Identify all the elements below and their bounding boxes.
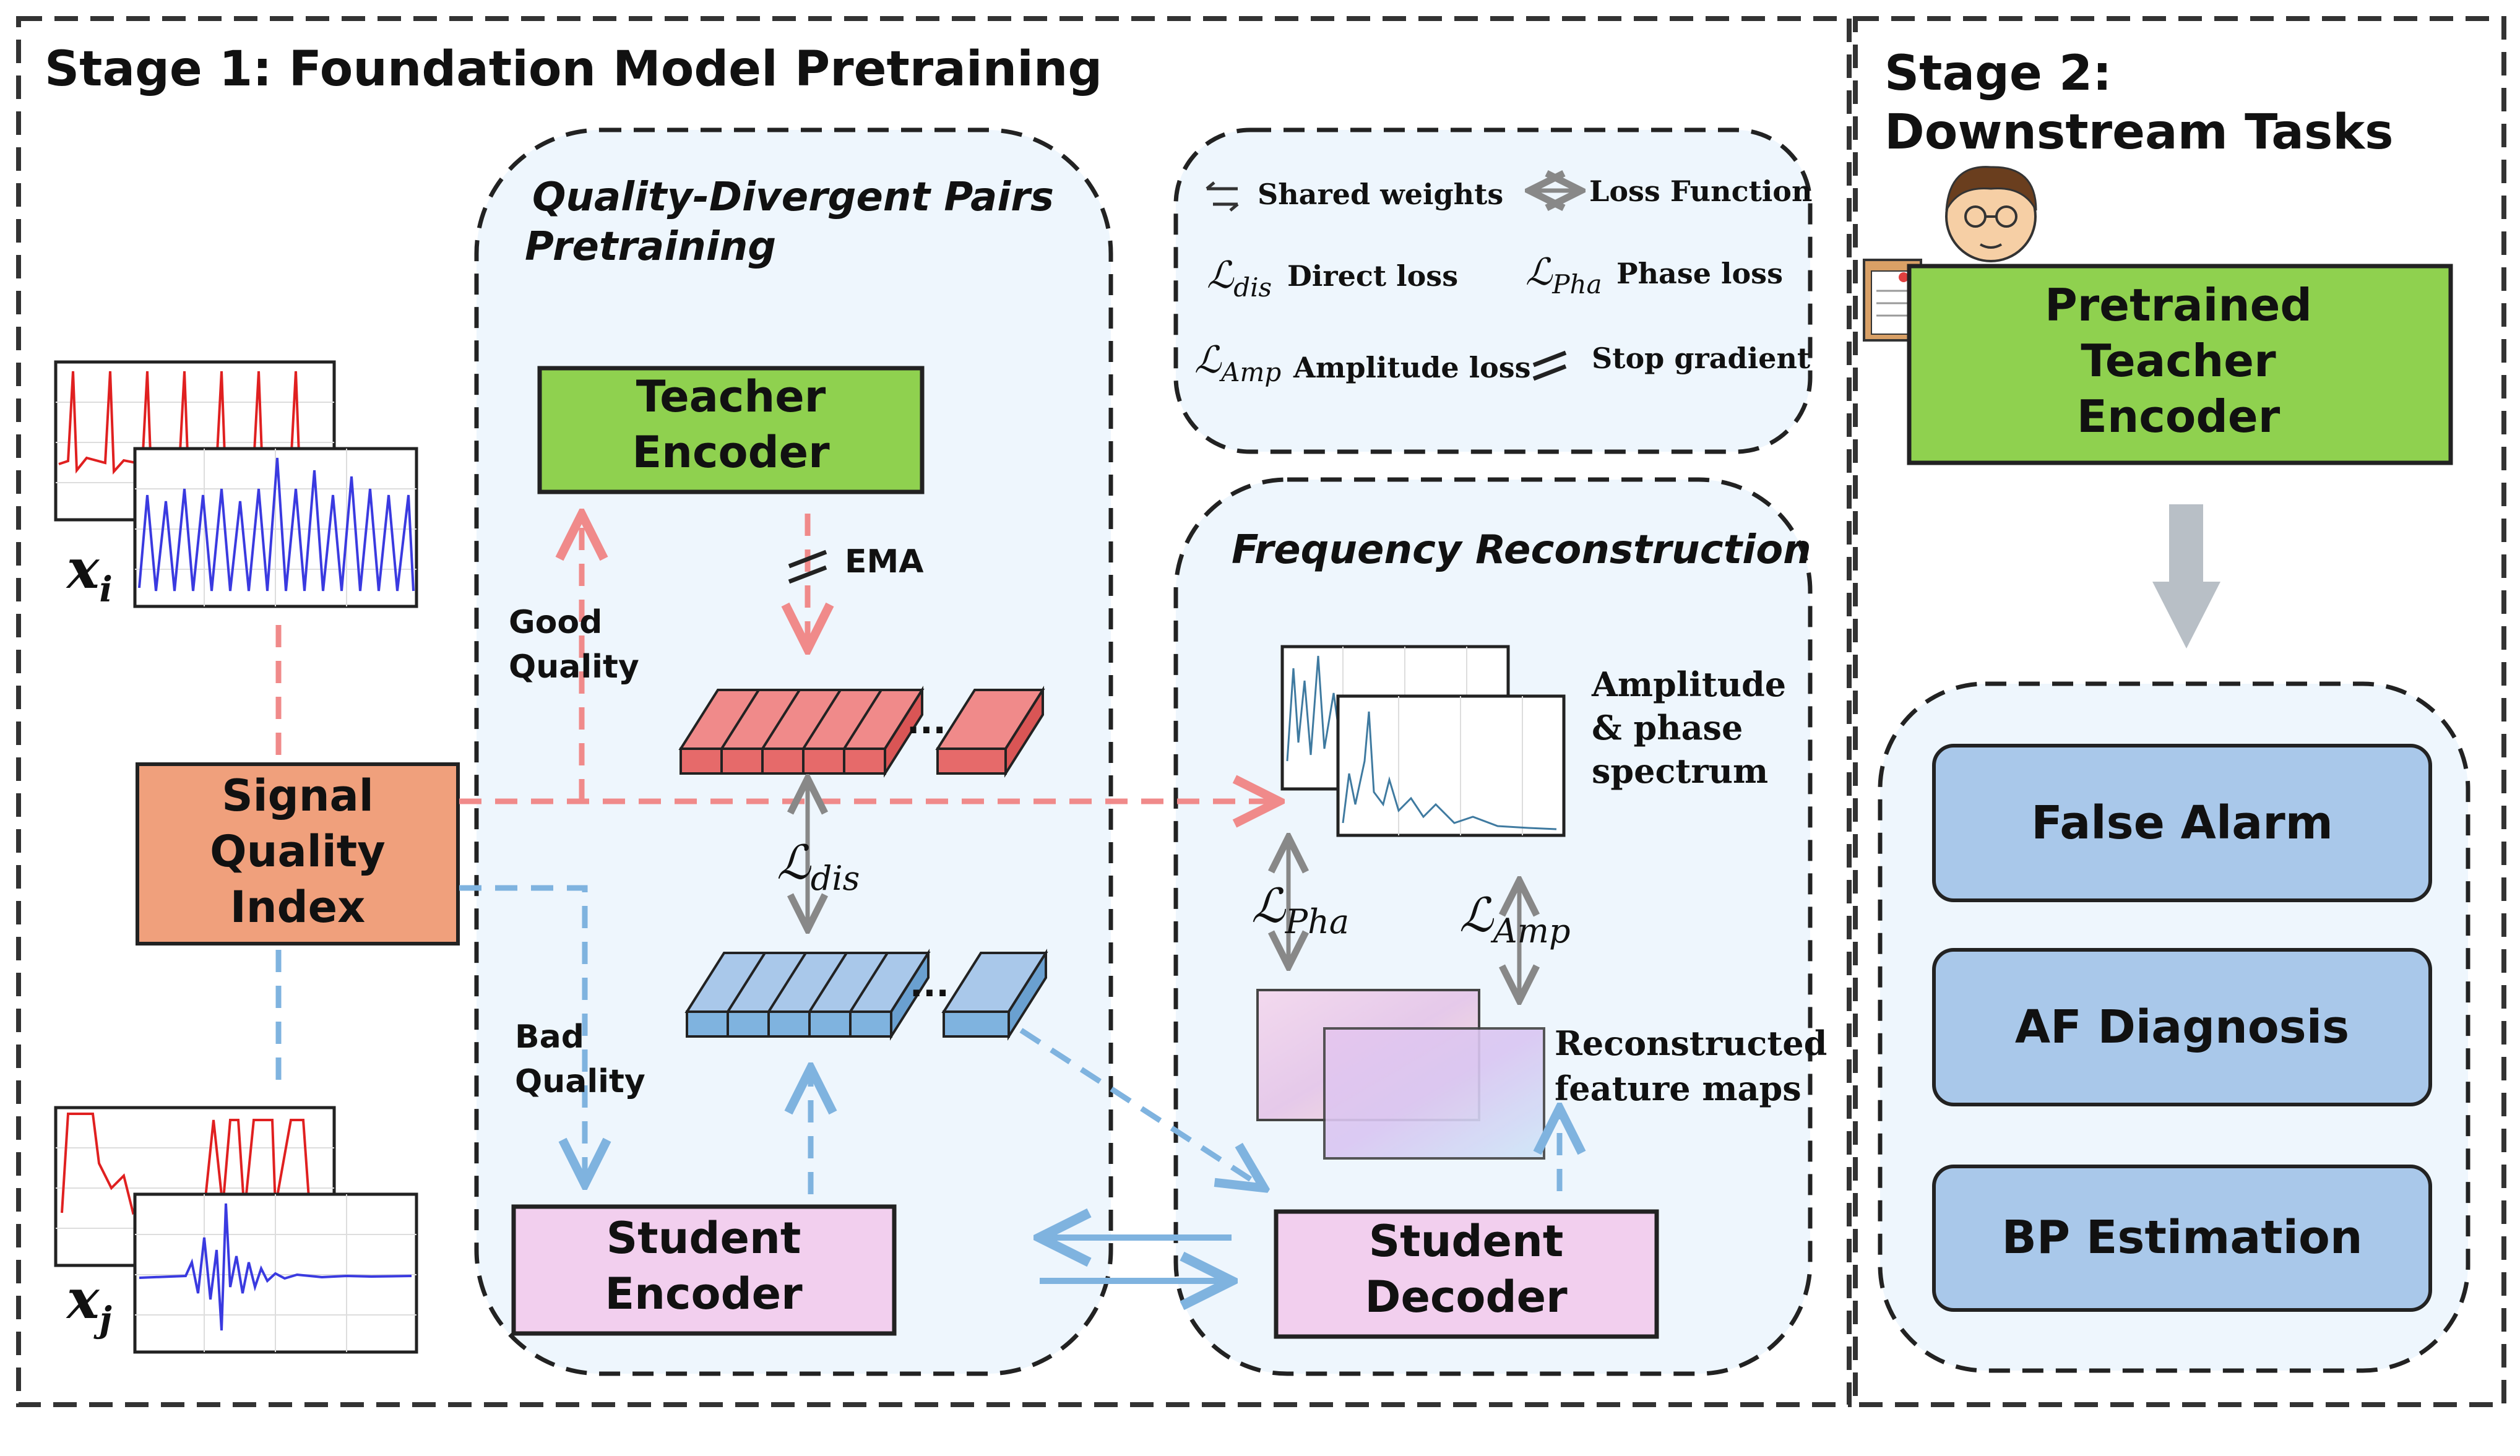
svg-text:Decoder: Decoder [1365, 1272, 1568, 1322]
spectrum-plot-front [1336, 694, 1566, 837]
student-tokens [684, 949, 1048, 1041]
legend-phase-loss: Phase loss [1616, 257, 1783, 290]
svg-text:AF Diagnosis: AF Diagnosis [2015, 1001, 2349, 1054]
svg-text:BP Estimation: BP Estimation [2001, 1211, 2362, 1264]
bad-quality-arrow [459, 885, 585, 1179]
ldis-label: ℒdis [777, 835, 860, 898]
good-quality-label-2: Quality [509, 648, 639, 686]
svg-text:Quality: Quality [210, 826, 386, 877]
task-af-diagnosis: AF Diagnosis [1932, 948, 2432, 1106]
legend-ldis-symbol: ℒdis [1207, 254, 1272, 303]
freq-title: Frequency Reconstruction [1232, 527, 1811, 573]
legend-amplitude-loss: Amplitude loss [1293, 351, 1531, 384]
shared-weights-arrows [1040, 1238, 1232, 1281]
svg-text:False Alarm: False Alarm [2031, 796, 2333, 850]
legend-lamp-symbol: ℒAmp [1194, 338, 1281, 387]
svg-text:Pretrained: Pretrained [2045, 279, 2312, 331]
bad-quality-label-1: Bad [515, 1019, 584, 1056]
task-bp-estimation: BP Estimation [1932, 1165, 2432, 1312]
downstream-arrow [2152, 504, 2220, 648]
student-encoder-box: Student Encoder [511, 1204, 897, 1336]
stage1-title: Stage 1: Foundation Model Pretraining [45, 41, 1102, 97]
svg-text:Student: Student [606, 1213, 801, 1264]
task-false-alarm: False Alarm [1932, 744, 2432, 902]
signal-xi-ppg-plot [133, 447, 418, 608]
teacher-tokens [678, 686, 1045, 778]
svg-text:Index: Index [230, 882, 366, 933]
svg-text:Signal: Signal [222, 770, 374, 821]
signal-quality-index-box: Signal Quality Index [136, 762, 460, 946]
bad-quality-label-2: Quality [515, 1063, 645, 1100]
stage2-title-line2: Downstream Tasks [1884, 105, 2394, 160]
svg-text:Student: Student [1369, 1216, 1564, 1267]
legend-direct-loss: Direct loss [1287, 259, 1458, 293]
tokens-to-decoder-arrow [1019, 1028, 1259, 1185]
shared-weights-icon [1206, 181, 1239, 212]
stage2-title-line1: Stage 2: [1884, 46, 2112, 101]
legend-loss-function: Loss Function [1589, 174, 1812, 208]
legend-stop-gradient: Stop gradient [1592, 342, 1811, 375]
qdp-title-line1: Quality-Divergent Pairs [532, 174, 1054, 220]
reconstructed-feature-maps [1256, 989, 1545, 1160]
svg-text:Teacher: Teacher [2081, 335, 2276, 387]
ema-label: EMA [845, 543, 924, 580]
recon-label-2: feature maps [1555, 1069, 1802, 1108]
student-decoder-box: Student Decoder [1274, 1209, 1659, 1339]
good-quality-label-1: Good [509, 604, 602, 641]
svg-text:Encoder: Encoder [605, 1269, 803, 1319]
amp-label-1: Amplitude [1591, 665, 1786, 704]
teacher-tokens-ellipsis: ... [907, 702, 946, 742]
ema-stop-gradient-mark [788, 549, 827, 584]
signal-xj-ppg-plot [133, 1192, 418, 1354]
svg-text:Encoder: Encoder [2077, 390, 2281, 442]
pretrained-teacher-encoder-box: Pretrained Teacher Encoder [1907, 264, 2453, 465]
student-tokens-ellipsis: ... [910, 965, 949, 1005]
legend-panel [1173, 127, 1813, 454]
teacher-encoder-box: Teacher Encoder [537, 366, 925, 494]
lpha-label: ℒPha [1251, 878, 1349, 941]
recon-label-1: Reconstructed [1555, 1023, 1827, 1063]
qdp-title-line2: Pretraining [525, 224, 776, 270]
amp-label-2: & phase [1592, 708, 1743, 747]
svg-text:Teacher: Teacher [636, 371, 826, 422]
stop-gradient-icon [1532, 350, 1567, 381]
svg-text:Encoder: Encoder [632, 427, 830, 478]
lamp-label: ℒAmp [1459, 887, 1571, 950]
legend-lpha-symbol: ℒPha [1525, 251, 1602, 299]
legend-shared-weights: Shared weights [1258, 178, 1503, 211]
signal-xi-label: xi [66, 536, 113, 610]
amp-label-3: spectrum [1592, 751, 1768, 791]
